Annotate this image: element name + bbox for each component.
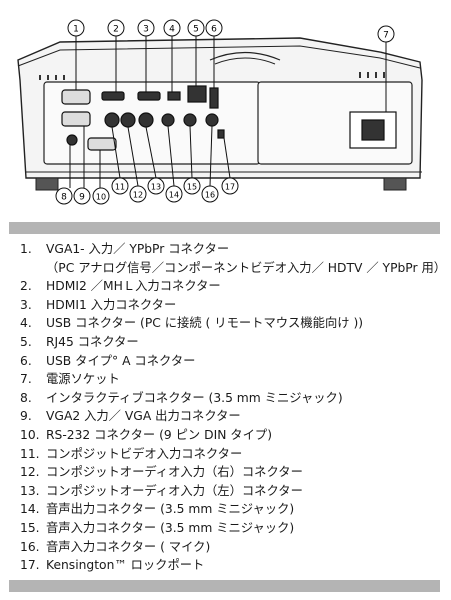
callout-17: 17 [221,177,239,195]
svg-text:9: 9 [79,193,85,203]
callout-14: 14 [165,185,183,203]
callout-5: 5 [187,19,205,37]
svg-text:13: 13 [151,183,161,192]
list-item: 10.RS-232 コネクター (9 ピン DIN タイプ) [20,427,272,442]
callout-6: 6 [205,19,223,37]
list-item: 4.USB コネクター (PC に接続 ( リモートマウス機能向け )) [20,316,364,331]
connector-shapes [61,85,397,151]
list-item: 6.USB タイプ° A コネクター [20,353,196,368]
callout-13: 13 [147,177,165,195]
section-divider-bottom [9,580,440,592]
list-item: 2.HDMI2 ／MHＬ入力コネクター [20,279,221,294]
section-divider-top [9,222,440,234]
callout-2: 2 [107,19,125,37]
list-item: 1. VGA1- 入力／ YPbPr コネクター [20,242,230,256]
list-item: 15.音声入力コネクター (3.5 mm ミニジャック) [20,520,295,535]
callout-8: 8 [55,187,73,205]
list-item-text: VGA1- 入力／ YPbPr コネクター [46,242,230,256]
connector-list: 1. VGA1- 入力／ YPbPr コネクター （PC アナログ信号／コンポー… [20,240,447,575]
svg-text:3: 3 [143,25,149,35]
callout-1: 1 [67,19,85,37]
callout-15: 15 [183,177,201,195]
list-item: 8.インタラクティブコネクター (3.5 mm ミニジャック) [20,390,343,405]
svg-text:11: 11 [115,183,125,192]
list-item: 7.電源ソケット [20,372,120,387]
svg-text:6: 6 [211,25,217,35]
callouts: 1 2 3 4 5 6 7 8 9 10 11 12 13 14 15 16 1… [55,19,395,205]
list-item: 17.Kensington™ ロックポート [20,558,205,573]
list-item: 13.コンポジットオーディオ入力（左）コネクター [20,483,303,498]
projector-rear-panel-diagram: 1 2 3 4 5 6 7 8 9 10 11 12 13 14 15 16 1… [17,19,423,205]
callout-16: 16 [201,185,219,203]
callout-4: 4 [163,19,181,37]
svg-text:15: 15 [187,183,197,192]
list-item: 16.音声入力コネクター ( マイク) [20,539,211,554]
list-item: 3.HDMI1 入力コネクター [20,297,177,312]
svg-text:2: 2 [113,25,119,35]
svg-text:12: 12 [133,191,143,200]
leader-lines [69,36,387,188]
callout-7: 7 [377,25,395,43]
svg-text:16: 16 [205,191,215,200]
svg-text:14: 14 [169,191,179,200]
svg-text:8: 8 [61,193,67,203]
list-item: 9.VGA2 入力／ VGA 出力コネクター [20,409,241,424]
list-item-continuation: （PC アナログ信号／コンポーネントビデオ入力／ HDTV ／ YPbPr 用） [20,259,447,278]
list-item: 12.コンポジットオーディオ入力（右）コネクター [20,465,303,480]
callout-11: 11 [111,177,129,195]
svg-text:4: 4 [169,25,175,35]
list-item-subtext: （PC アナログ信号／コンポーネントビデオ入力／ HDTV ／ YPbPr 用） [46,260,447,275]
callout-9: 9 [73,187,91,205]
svg-text:5: 5 [193,25,199,35]
svg-text:17: 17 [225,183,235,192]
list-item: 5.RJ45 コネクター [20,334,139,349]
callout-12: 12 [129,185,147,203]
svg-text:1: 1 [73,25,79,35]
list-item: 11.コンポジットビデオ入力コネクター [20,446,243,461]
svg-text:7: 7 [383,31,389,41]
list-item: 14.音声出力コネクター (3.5 mm ミニジャック) [20,502,295,517]
callout-3: 3 [137,19,155,37]
svg-text:10: 10 [96,193,106,202]
callout-10: 10 [92,187,110,205]
